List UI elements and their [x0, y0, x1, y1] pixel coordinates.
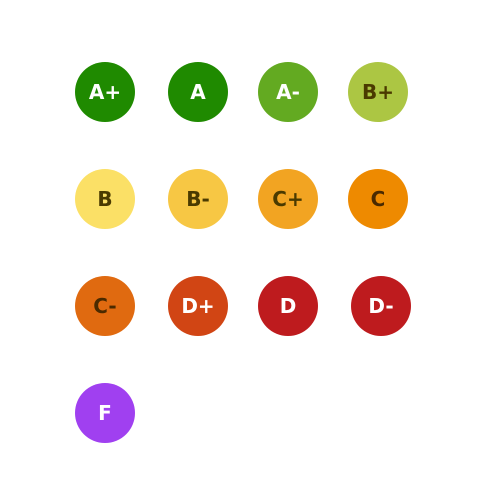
grade-badge-f: F: [75, 383, 135, 443]
grade-badge-c: C: [348, 169, 408, 229]
grade-badge-b-plus: B+: [348, 62, 408, 122]
grade-badge-d-minus: D-: [351, 276, 411, 336]
grade-badge-b-minus: B-: [168, 169, 228, 229]
grade-badge-c-minus: C-: [75, 276, 135, 336]
grade-badge-a: A: [168, 62, 228, 122]
grade-badge-d: D: [258, 276, 318, 336]
grade-badge-a-plus: A+: [75, 62, 135, 122]
grade-badge-a-minus: A-: [258, 62, 318, 122]
grade-badge-c-plus: C+: [258, 169, 318, 229]
grade-badge-d-plus: D+: [168, 276, 228, 336]
grade-badge-b: B: [75, 169, 135, 229]
